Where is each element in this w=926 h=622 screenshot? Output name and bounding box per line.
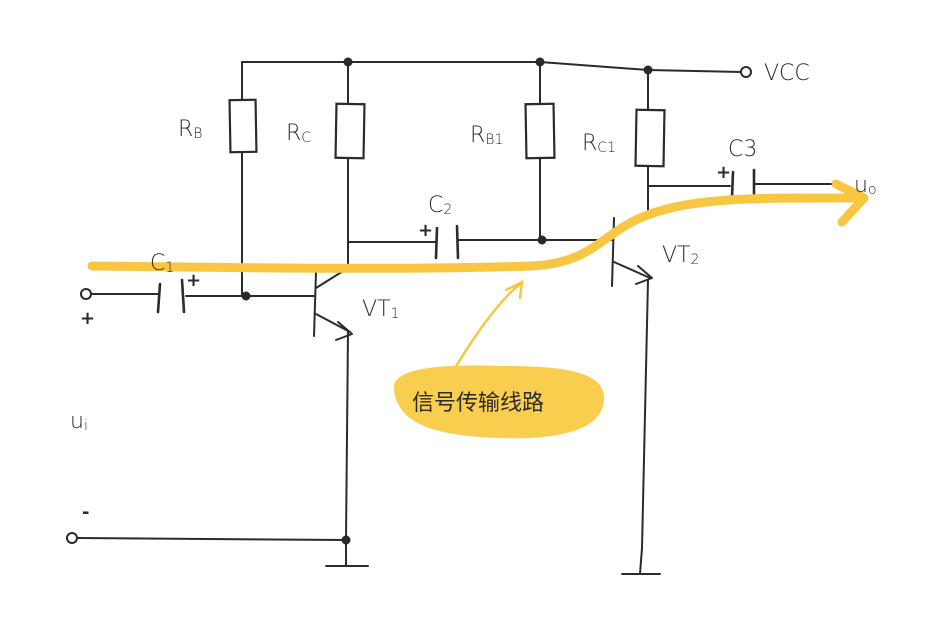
junction-nodes (241, 57, 653, 545)
callout-text: 信号传输线路 (412, 391, 544, 416)
label-c1: C1 (150, 251, 174, 276)
callout-bubble (393, 365, 605, 439)
sign-input-minus: - (82, 502, 89, 523)
capacitor-c1 (156, 278, 186, 314)
label-c2: C2 (428, 193, 452, 218)
input-plus-terminal (80, 288, 92, 300)
sign-input-plus: + (80, 308, 95, 329)
label-vt1: VT1 (362, 297, 399, 322)
label-ui: ui (70, 409, 88, 434)
vt1-emitter-wire (345, 331, 349, 541)
sign-c3-plus: + (716, 162, 731, 183)
vcc-rail (241, 61, 743, 73)
label-uo: uo (854, 173, 877, 198)
labels: VCC RB RC RB1 RC1 C1 C2 C3 VT1 VT2 ui uo… (70, 61, 877, 523)
ground-rail (77, 537, 347, 541)
resistor-rc1 (634, 108, 666, 168)
capacitor-c3 (730, 168, 756, 200)
vt2-emitter-wire (621, 279, 661, 575)
label-rb1: RB1 (470, 123, 503, 148)
capacitors (156, 168, 756, 314)
transistor-vt1 (313, 267, 353, 341)
input-minus-terminal (66, 532, 78, 544)
signal-arrowhead (831, 179, 869, 227)
resistor-rc (334, 102, 366, 160)
resistor-rb (228, 98, 258, 154)
label-rc1: RC1 (582, 131, 616, 156)
sign-c1-plus: + (186, 270, 201, 291)
vcc-terminal (740, 66, 752, 78)
label-c3: C3 (728, 137, 757, 162)
label-rb: RB (178, 117, 202, 142)
terminals (66, 66, 752, 544)
resistors (228, 98, 666, 168)
signal-path (87, 193, 865, 273)
sign-c2-plus: + (418, 220, 433, 241)
wiring (77, 61, 841, 575)
label-vt2: VT2 (662, 243, 699, 268)
label-vcc: VCC (764, 61, 810, 86)
label-rc: RC (286, 121, 311, 146)
capacitor-c2 (434, 224, 460, 260)
resistor-rb1 (524, 102, 556, 160)
